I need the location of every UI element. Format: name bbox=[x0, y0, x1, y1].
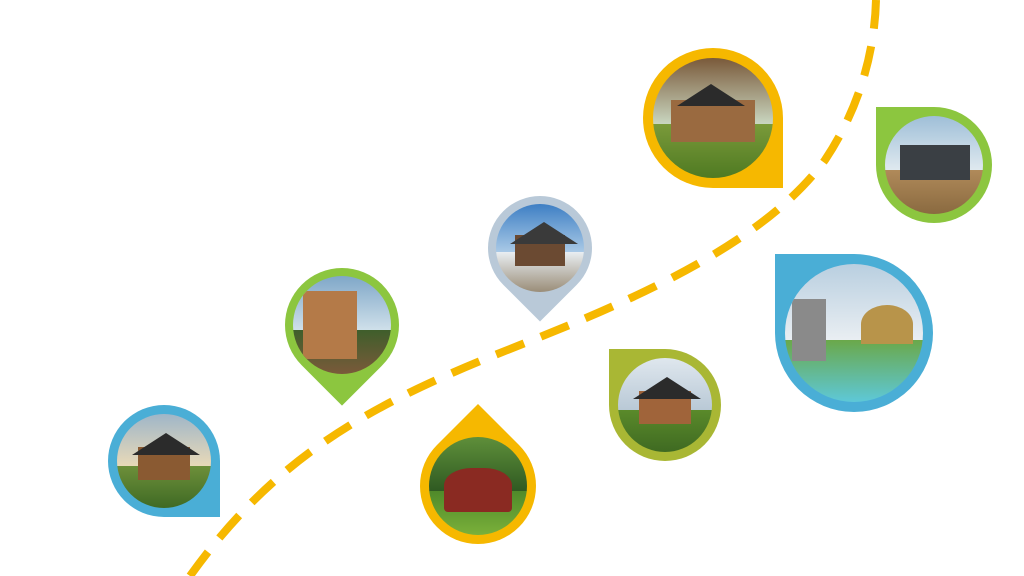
location-pin-forest-houses[interactable] bbox=[643, 48, 783, 188]
pool-villa-photo bbox=[785, 264, 923, 402]
location-pin-modern-house[interactable] bbox=[261, 244, 423, 406]
yurt-photo bbox=[429, 437, 527, 535]
location-pin-yurt[interactable] bbox=[395, 403, 561, 569]
location-pin-snow-cabins[interactable] bbox=[466, 174, 614, 322]
location-pin-log-house[interactable] bbox=[609, 349, 721, 461]
location-pin-glass-cabin[interactable] bbox=[876, 107, 992, 223]
modern-house-photo bbox=[293, 276, 391, 374]
forest-houses-photo bbox=[653, 58, 773, 178]
cabin-photo bbox=[117, 414, 211, 508]
snow-cabins-photo bbox=[496, 204, 584, 292]
log-house-photo bbox=[618, 358, 712, 452]
location-pin-pool-villa[interactable] bbox=[775, 254, 933, 412]
glass-cabin-photo bbox=[885, 116, 983, 214]
location-pin-cabin-meadow[interactable] bbox=[108, 405, 220, 517]
